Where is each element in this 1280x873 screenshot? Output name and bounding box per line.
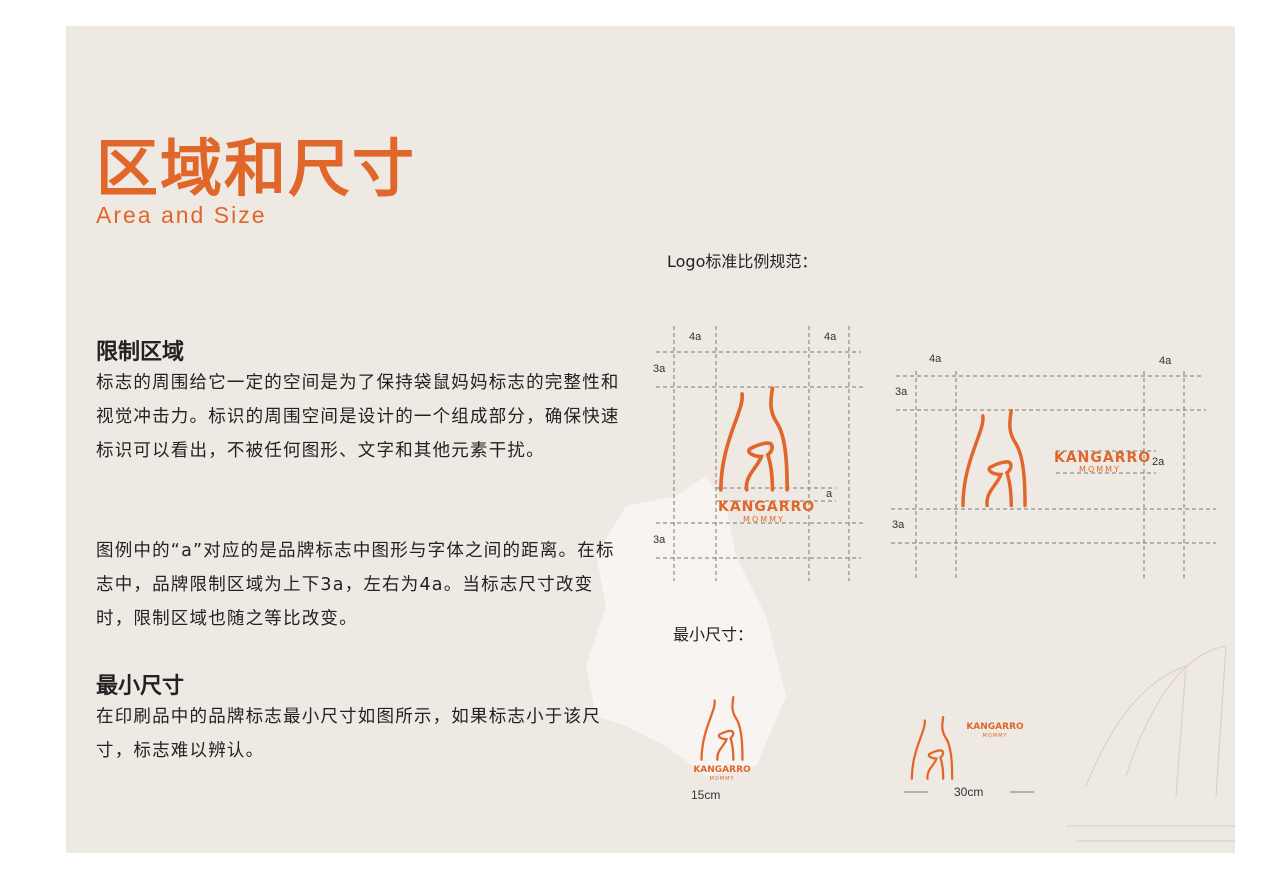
dim-2a: 2a xyxy=(1152,456,1165,468)
dim-3a: 3a xyxy=(892,519,905,531)
kangaroo-logo-mark xyxy=(719,386,789,494)
dim-4a: 4a xyxy=(689,331,702,343)
paragraph: 在印刷品中的品牌标志最小尺寸如图所示，如果标志小于该尺寸，标志难以辨认。 xyxy=(96,707,601,761)
section-heading-minimum-size: 最小尺寸 xyxy=(96,674,185,699)
logo-wordmark: KANGARRO xyxy=(966,722,1024,732)
page: 区域和尺寸 Area and Size 限制区域 标志的周围给它一定的空间是为了… xyxy=(66,26,1235,853)
logo-tagline: MOMMY xyxy=(1079,465,1121,474)
min-size-label: 最小尺寸： xyxy=(673,625,754,644)
dim-3a: 3a xyxy=(653,363,666,375)
logo-tagline: MOMMY xyxy=(982,733,1008,739)
dim-a: a xyxy=(826,488,833,500)
kangaroo-logo-mark-small xyxy=(904,716,960,781)
min-size-15cm: 15cm xyxy=(691,788,721,802)
clearspace-guides xyxy=(656,326,1216,793)
logo-wordmark: KANGARRO xyxy=(693,765,751,775)
opera-house-decoration xyxy=(1066,645,1235,842)
min-size-30cm: 30cm xyxy=(954,785,984,799)
logo-tagline: MOMMY xyxy=(709,776,735,782)
dim-3a: 3a xyxy=(895,386,908,398)
dim-3a: 3a xyxy=(653,534,666,546)
dim-4a: 4a xyxy=(824,331,837,343)
section-heading-restricted-area: 限制区域 xyxy=(96,340,185,365)
australia-map-decoration xyxy=(586,476,786,776)
logo-ratio-label: Logo标准比例规范： xyxy=(667,252,818,271)
kangaroo-logo-mark-small xyxy=(696,696,748,762)
dim-4a: 4a xyxy=(1159,355,1172,367)
kangaroo-logo-mark xyxy=(958,409,1030,509)
page-title: 区域和尺寸 xyxy=(96,132,417,205)
logo-tagline: MOMMY xyxy=(743,515,785,524)
logo-wordmark: KANGARRO xyxy=(1054,450,1152,466)
paragraph: 图例中的“a”对应的是品牌标志中图形与字体之间的距离。在标志中，品牌限制区域为上… xyxy=(96,541,615,629)
paragraph: 标志的周围给它一定的空间是为了保持袋鼠妈妈标志的完整性和视觉冲击力。标识的周围空… xyxy=(96,373,620,461)
logo-wordmark: KANGARRO xyxy=(718,499,816,515)
page-subtitle: Area and Size xyxy=(96,202,267,228)
dim-4a: 4a xyxy=(929,353,942,365)
